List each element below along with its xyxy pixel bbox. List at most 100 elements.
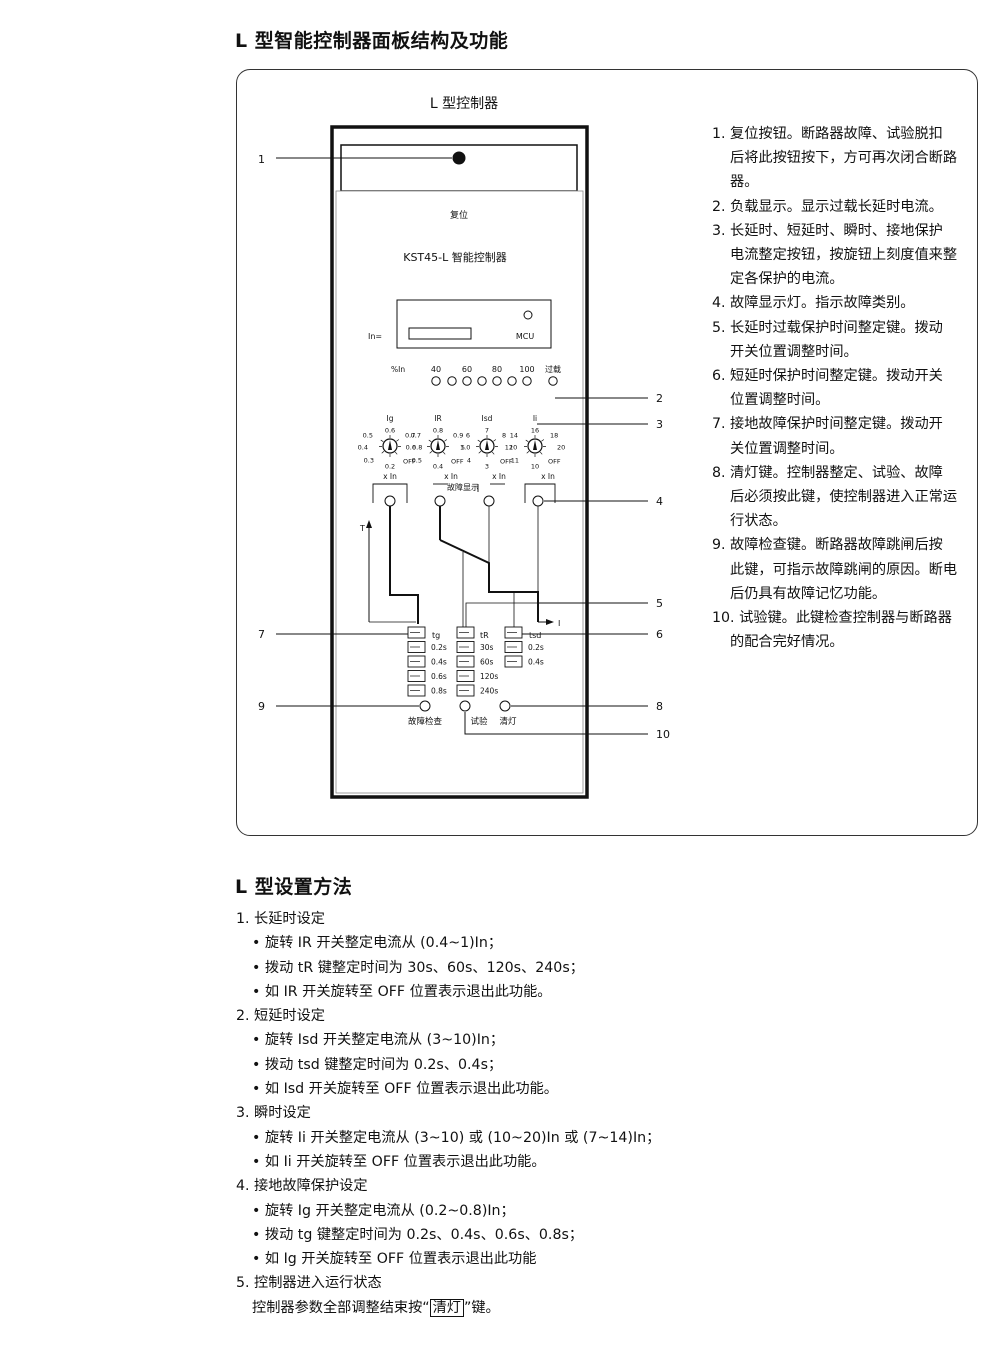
knob-tick [526,451,530,454]
knob-scale-label: 16 [531,427,539,435]
knob-tick [428,439,432,442]
knob-label: Ii [533,414,537,423]
callout-1: 1 [258,153,265,166]
knob-label: Isd [482,414,493,423]
knob-scale-label: 5 [461,444,465,452]
knob-scale-label: OFF [451,458,464,466]
knob-scale-label: 14 [510,432,518,440]
fault-led-instant [532,495,544,507]
knob-pointer [388,440,392,450]
knob-pointer [436,440,440,450]
function-item: 3. 长延时、短延时、瞬时、接地保护电流整定按钮，按旋钮上刻度值来整定各保护的电… [712,222,958,288]
knob-scale-label: 10 [509,444,517,452]
diagram-frame [236,69,978,836]
settings-bullet: • 拨动 tR 键整定时间为 30s、60s、120s、240s； [252,959,584,976]
settings-bullet: • 如 IR 开关旋转至 OFF 位置表示退出此功能。 [252,983,552,1000]
knob-tick [380,439,384,442]
callout-9: 9 [258,700,265,713]
settings-title: L 型设置方法 [235,876,353,898]
fault-display-brackets [372,483,556,503]
page-title: L 型智能控制器面板结构及功能 [235,30,509,52]
knob-tick [429,451,433,454]
controller-panel-diagram: L 型控制器 复位 KST45-L 智能控制器 MCU In= %In 40 6… [258,96,670,799]
clear-label: 清灯 [499,716,517,727]
settings-section-title: 5. 控制器进入运行状态 [236,1275,382,1292]
percent-label: %In [391,365,405,374]
knob-scale-label: 0.6 [406,444,416,452]
knob-scale-label: 0.3 [364,457,374,465]
lcd-window [408,327,472,340]
load-led [507,376,517,386]
test-button[interactable] [459,700,471,712]
knob-scale-label: 0.6 [385,427,395,435]
function-item: 1. 复位按钮。断路器故障、试验脱扣后将此按钮按下，方可再次闭合断路器。 [712,126,958,191]
function-item: 5. 长延时过载保护时间整定键。拨动开关位置调整时间。 [712,319,943,360]
settings-bullet: • 如 Isd 开关旋转至 OFF 位置表示退出此功能。 [252,1081,558,1098]
load-leds [431,376,558,386]
knob-tick [493,439,497,442]
function-list: 1. 复位按钮。断路器故障、试验脱扣后将此按钮按下，方可再次闭合断路器。 2. … [712,122,957,654]
knob-scale-label: 8 [502,432,506,440]
function-item: 10. 试验键。此键检查控制器与断路器的配合完好情况。 [712,610,952,651]
tsd-label: tsd [529,631,541,640]
knob-tick [477,439,481,442]
settings-list: 1. 长延时设定 • 旋转 IR 开关整定电流从 (0.4~1)In； • 拨动… [236,907,660,1320]
callout-leaders [276,157,648,735]
knob-label: Ig [387,414,394,423]
lcd-display [396,299,552,349]
knob-scale-label: 6 [466,432,470,440]
panel-outer [330,125,589,799]
function-item: 8. 清灯键。控制器整定、试验、故障后必须按此键，使控制器进入正常运行状态。 [712,464,958,530]
overload-led [548,376,558,386]
settings-bullet: • 旋转 IR 开关整定电流从 (0.4~1)In； [252,935,503,952]
load-scale-40: 40 [431,365,441,374]
dip-value-label: 0.8s [431,687,447,696]
dip-value-label: 0.2s [431,643,447,652]
axis-i: I [558,619,560,628]
callout-4: 4 [656,495,663,508]
function-item: 9. 故障检查键。断路器故障跳闸后按此键，可指示故障跳闸的原因。断电后仍具有故障… [712,537,958,602]
settings-section-title: 1. 长延时设定 [236,911,325,927]
knob-scale-label: OFF [500,458,513,466]
knob-scale-label: 0.5 [412,457,422,465]
reset-label: 复位 [450,209,468,221]
dip-value-label: 0.4s [431,658,447,667]
xin-label-4: x In [541,472,555,481]
axis-t: T [359,524,365,533]
reset-button[interactable] [452,151,466,165]
load-led [522,376,532,386]
load-led [492,376,502,386]
load-scale-60: 60 [462,365,472,374]
mcu-label: MCU [516,332,534,341]
clear-button[interactable] [499,700,511,712]
knob-scale-label: 0.8 [433,427,443,435]
function-item: 7. 接地故障保护时间整定键。拨动开关位置调整时间。 [712,416,943,457]
callout-3: 3 [656,418,663,431]
knob-scale-label: 0.4 [433,463,443,471]
dip-value-label: 0.2s [528,643,544,652]
knob-scale-label: 12 [505,444,513,452]
function-item: 2. 负载显示。显示过载长延时电流。 [712,198,943,215]
settings-bullet: • 如 Ig 开关旋转至 OFF 位置表示退出此功能 [252,1251,537,1268]
settings-bullet: • 如 Ii 开关旋转至 OFF 位置表示退出此功能。 [252,1153,546,1170]
knob-scale-label: 4 [467,457,471,465]
knob-scale-label: 10 [531,463,539,471]
load-led [431,376,441,386]
knob-tick [444,439,448,442]
settings-bullet: • 旋转 Ii 开关整定电流从 (3~10) 或 (10~20)In 或 (7~… [252,1129,661,1146]
settings-bullet: • 旋转 Ig 开关整定电流从 (0.2~0.8)In； [252,1202,515,1219]
fault-check-button[interactable] [419,700,431,712]
function-item: 4. 故障显示灯。指示故障类别。 [712,295,915,312]
knob-tick [478,451,482,454]
dip-value-label: 120s [480,672,498,681]
callout-6: 6 [656,628,663,641]
fault-check-label: 故障检查 [408,716,443,727]
knob-scale-label: 0.5 [363,432,373,440]
final-after: ”键。 [464,1299,500,1316]
in-label: In= [368,332,382,341]
callout-10: 10 [656,728,670,741]
callout-5: 5 [656,597,663,610]
dip-value-label: 30s [480,643,494,652]
knob-scale-label: 0.2 [385,463,395,471]
knob-tick [541,439,545,442]
